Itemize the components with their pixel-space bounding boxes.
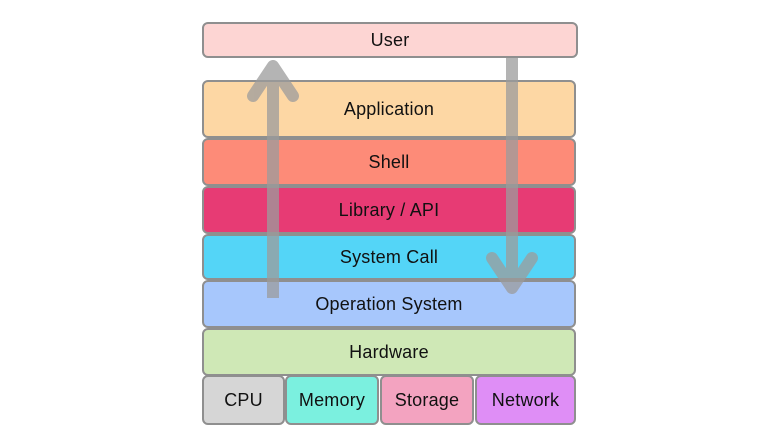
layer-user-label: User <box>370 29 410 50</box>
layer-application: Application <box>202 80 576 138</box>
layer-hardware-label: Hardware <box>349 341 429 362</box>
layer-application-label: Application <box>343 98 435 119</box>
hardware-storage: Storage <box>380 375 474 425</box>
hardware-memory: Memory <box>285 375 379 425</box>
layer-hardware: Hardware <box>202 328 576 376</box>
layer-system-call-label: System Call <box>339 246 439 267</box>
layer-operation-system: Operation System <box>202 280 576 328</box>
hardware-storage-label: Storage <box>394 389 460 410</box>
layer-system-call: System Call <box>202 234 576 280</box>
hardware-cpu: CPU <box>202 375 285 425</box>
layer-library-api: Library / API <box>202 186 576 234</box>
layer-shell-label: Shell <box>368 151 410 172</box>
layer-shell: Shell <box>202 138 576 186</box>
layer-user: User <box>202 22 578 58</box>
hardware-network: Network <box>475 375 576 425</box>
hardware-network-label: Network <box>491 389 560 410</box>
layer-operation-system-label: Operation System <box>315 293 463 314</box>
layer-library-api-label: Library / API <box>338 199 440 220</box>
hardware-cpu-label: CPU <box>224 389 263 410</box>
hardware-memory-label: Memory <box>298 389 366 410</box>
